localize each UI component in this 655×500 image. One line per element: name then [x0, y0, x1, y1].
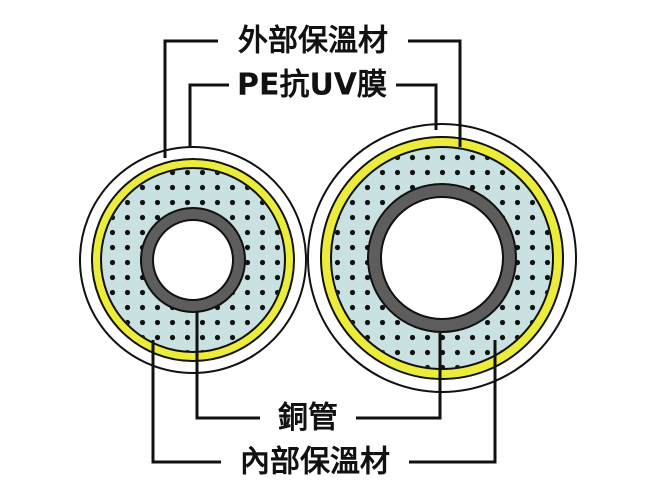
label-outer-insulation: 外部保溫材 [238, 24, 388, 59]
leader-outer-insulation [163, 39, 462, 158]
right-pipe [307, 123, 577, 393]
label-pe-uv-film: PE抗UV膜 [237, 68, 387, 103]
label-inner-insulation: 內部保溫材 [240, 445, 390, 480]
callout-labels: 外部保溫材 PE抗UV膜 銅管 內部保溫材 [237, 24, 390, 480]
left-pipe [79, 146, 307, 374]
right-pipe-bore [380, 196, 504, 320]
left-pipe-bore [152, 219, 234, 301]
leader-pe-uv-film [188, 83, 438, 146]
label-copper-pipe: 銅管 [278, 401, 338, 436]
leader-inner-insulation [151, 340, 497, 464]
leader-lines [151, 39, 497, 464]
leader-copper-pipe [195, 311, 442, 420]
